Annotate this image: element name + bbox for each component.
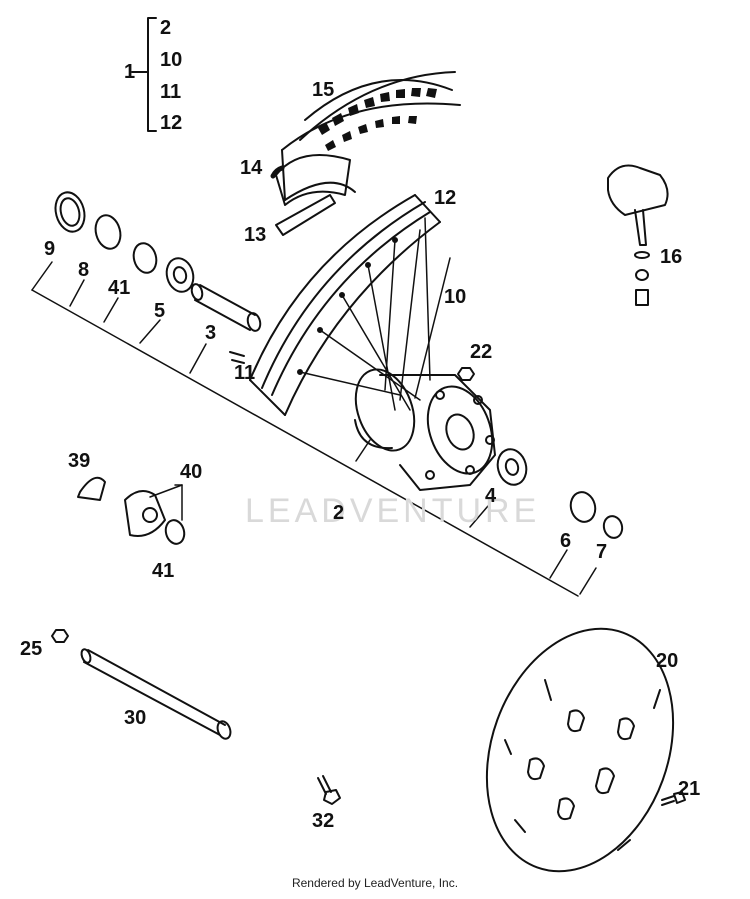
bolt-21 (661, 791, 686, 806)
callout-7[interactable]: 7 (596, 541, 608, 563)
hub (354, 368, 496, 491)
callout-9[interactable]: 9 (44, 238, 56, 260)
callout-22[interactable]: 22 (470, 341, 493, 363)
callout-14[interactable]: 14 (240, 157, 263, 179)
rim-tape (275, 194, 336, 236)
callout-20[interactable]: 20 (656, 650, 679, 672)
kit-item[interactable]: 11 (160, 81, 182, 103)
callout-2[interactable]: 2 (333, 502, 345, 524)
credit-line: Rendered by LeadVenture, Inc. (291, 876, 459, 890)
right-bearing-parts (457, 367, 624, 539)
callout-30[interactable]: 30 (124, 707, 147, 729)
inner-tube (270, 154, 351, 206)
callout-6[interactable]: 6 (560, 530, 572, 552)
speedo-drive-parts (77, 476, 186, 545)
callout-25[interactable]: 25 (20, 638, 43, 660)
kit-item[interactable]: 12 (160, 112, 183, 134)
callout-5[interactable]: 5 (154, 300, 166, 322)
callout-4[interactable]: 4 (485, 485, 497, 507)
callout-10[interactable]: 10 (444, 286, 467, 308)
callout-16[interactable]: 16 (660, 246, 683, 268)
watermark: LEADVENTURE (245, 492, 541, 530)
kit-item[interactable]: 10 (160, 49, 183, 71)
bolt-32 (317, 775, 341, 805)
kit-label[interactable]: 1 (124, 61, 136, 83)
kit-bracket (131, 17, 157, 132)
callout-41[interactable]: 41 (108, 277, 131, 299)
callout-39[interactable]: 39 (68, 450, 91, 472)
callout-11[interactable]: 11 (234, 362, 256, 384)
spokes (299, 217, 451, 411)
callout-3[interactable]: 3 (205, 322, 217, 344)
callout-12[interactable]: 12 (434, 187, 457, 209)
callout-21[interactable]: 21 (678, 778, 701, 800)
kit-item[interactable]: 2 (160, 17, 172, 39)
tire (281, 71, 461, 201)
callout-32[interactable]: 32 (312, 810, 335, 832)
callout-41[interactable]: 41 (152, 560, 175, 582)
callout-8[interactable]: 8 (78, 259, 90, 281)
axle (80, 648, 232, 740)
brake-disc (485, 627, 675, 873)
rim (249, 194, 441, 416)
valve-parts (607, 164, 669, 306)
callout-15[interactable]: 15 (312, 79, 335, 101)
left-bearing-parts (54, 191, 262, 364)
callout-40[interactable]: 40 (180, 461, 203, 483)
callout-13[interactable]: 13 (244, 224, 267, 246)
axle-nut (51, 629, 69, 643)
leader-lines (31, 261, 597, 597)
